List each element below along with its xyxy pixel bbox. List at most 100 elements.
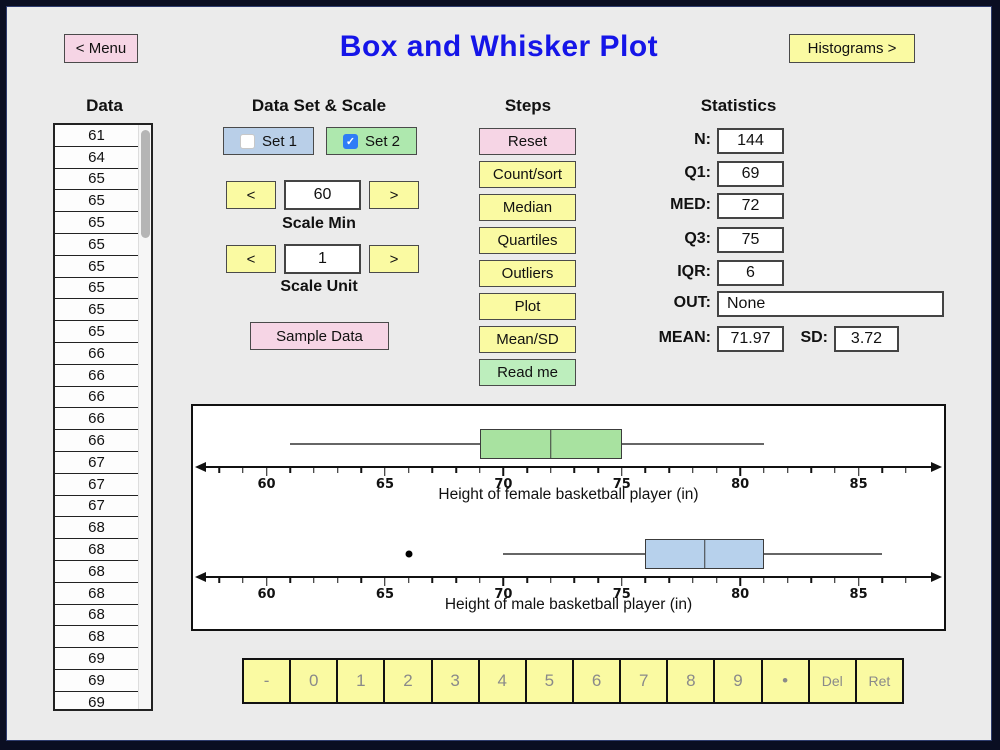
- data-list-item[interactable]: 65: [55, 255, 138, 278]
- scrollbar-thumb[interactable]: [141, 130, 150, 238]
- axis-minor-tick: [573, 468, 576, 473]
- data-list-item[interactable]: 67: [55, 473, 138, 496]
- keypad-key-4[interactable]: 4: [479, 660, 525, 702]
- stat-label-n: N:: [694, 131, 711, 148]
- stat-value-mean: 71.97: [717, 326, 784, 352]
- data-list-item[interactable]: 65: [55, 168, 138, 191]
- scale-unit-input[interactable]: 1: [284, 244, 361, 274]
- keypad-key-8[interactable]: 8: [668, 660, 714, 702]
- axis-minor-tick: [905, 578, 907, 583]
- step-button-plot[interactable]: Plot: [479, 293, 576, 320]
- set1-toggle[interactable]: Set 1: [223, 127, 314, 155]
- data-list-item[interactable]: 67: [55, 495, 138, 518]
- scale-min-increment-button[interactable]: >: [369, 181, 419, 209]
- data-list-item[interactable]: 65: [55, 233, 138, 256]
- set1-checkbox-icon[interactable]: [239, 133, 255, 149]
- keypad-key-del[interactable]: Del: [809, 660, 855, 702]
- stat-label-q1: Q1:: [684, 164, 711, 181]
- data-list-item[interactable]: 66: [55, 342, 138, 365]
- scale-min-input[interactable]: 60: [284, 180, 361, 210]
- data-list-item[interactable]: 66: [55, 430, 138, 452]
- axis-major-tick: [739, 578, 741, 586]
- keypad-key-1[interactable]: 1: [338, 660, 384, 702]
- data-list-item[interactable]: 65: [55, 277, 138, 300]
- axis-right-arrow-icon: [931, 572, 942, 582]
- data-list-item[interactable]: 66: [55, 386, 138, 409]
- dataset-scale-section-header: Data Set & Scale: [251, 96, 387, 115]
- axis-minor-tick: [431, 468, 434, 473]
- axis-minor-tick: [573, 578, 576, 583]
- data-list-item[interactable]: 66: [55, 364, 138, 387]
- axis-left-arrow-icon: [195, 462, 206, 472]
- axis-minor-tick: [455, 468, 457, 473]
- axis-minor-tick: [526, 468, 528, 473]
- menu-button[interactable]: < Menu: [64, 34, 138, 63]
- set2-toggle[interactable]: ✓ Set 2: [326, 127, 417, 155]
- data-list-item[interactable]: 68: [55, 539, 138, 561]
- keypad-key-3[interactable]: 3: [432, 660, 478, 702]
- plot-caption-female: Height of female basketball player (in): [438, 486, 699, 503]
- data-list-item[interactable]: 64: [55, 146, 138, 169]
- axis-minor-tick: [597, 578, 599, 583]
- data-list-item[interactable]: 68: [55, 517, 138, 540]
- axis-minor-tick: [834, 468, 836, 473]
- data-list-item[interactable]: 68: [55, 582, 138, 605]
- data-list-item[interactable]: 69: [55, 669, 138, 692]
- stat-label-med: MED:: [670, 196, 711, 213]
- sample-data-button[interactable]: Sample Data: [250, 322, 389, 350]
- data-list-item[interactable]: 66: [55, 408, 138, 431]
- keypad-key-ret[interactable]: Ret: [856, 660, 902, 702]
- axis-minor-tick: [549, 578, 552, 583]
- data-list-item[interactable]: 68: [55, 560, 138, 583]
- app-window: < Menu Box and Whisker Plot Histograms >…: [6, 6, 992, 741]
- axis-minor-tick: [360, 468, 363, 473]
- keypad-key-decimal[interactable]: •: [762, 660, 808, 702]
- data-list-item[interactable]: 65: [55, 299, 138, 322]
- keypad-key-2[interactable]: 2: [385, 660, 431, 702]
- axis-minor-tick: [313, 468, 315, 473]
- scale-unit-decrement-button[interactable]: <: [226, 245, 276, 273]
- data-list-item[interactable]: 67: [55, 451, 138, 474]
- scale-unit-increment-button[interactable]: >: [369, 245, 419, 273]
- axis-minor-tick: [336, 578, 339, 583]
- step-button-outliers[interactable]: Outliers: [479, 260, 576, 287]
- data-list-item[interactable]: 68: [55, 626, 138, 649]
- axis-major-tick: [502, 578, 505, 586]
- set2-checkbox-icon[interactable]: ✓: [342, 133, 358, 149]
- step-button-quartiles[interactable]: Quartiles: [479, 227, 576, 254]
- axis-minor-tick: [763, 468, 765, 473]
- data-list-item[interactable]: 61: [55, 125, 138, 147]
- axis-minor-tick: [786, 468, 789, 473]
- data-list-item[interactable]: 68: [55, 604, 138, 627]
- keypad-key-9[interactable]: 9: [715, 660, 761, 702]
- keypad-key-5[interactable]: 5: [526, 660, 572, 702]
- step-button-count-sort[interactable]: Count/sort: [479, 161, 576, 188]
- axis-tick-label: 75: [612, 477, 631, 492]
- keypad-key-0[interactable]: 0: [291, 660, 337, 702]
- step-button-mean-sd[interactable]: Mean/SD: [479, 326, 576, 353]
- stat-value-iqr: 6: [717, 260, 784, 286]
- axis-tick-label: 75: [612, 587, 631, 602]
- histograms-button[interactable]: Histograms >: [789, 34, 915, 63]
- step-button-read-me[interactable]: Read me: [479, 359, 576, 386]
- data-list-item[interactable]: 65: [55, 190, 138, 213]
- keypad-key-minus[interactable]: -: [244, 660, 290, 702]
- data-list-item[interactable]: 69: [55, 648, 138, 670]
- data-list-item[interactable]: 69: [55, 691, 138, 709]
- median-line-female: [549, 429, 552, 459]
- step-button-reset[interactable]: Reset: [479, 128, 576, 155]
- axis-minor-tick: [668, 468, 670, 473]
- data-list-item[interactable]: 65: [55, 212, 138, 234]
- step-button-median[interactable]: Median: [479, 194, 576, 221]
- scale-min-decrement-button[interactable]: <: [226, 181, 276, 209]
- keypad-key-7[interactable]: 7: [621, 660, 667, 702]
- data-list-item[interactable]: 65: [55, 321, 138, 343]
- keypad-key-6[interactable]: 6: [573, 660, 620, 702]
- axis-major-tick: [621, 468, 623, 476]
- data-list-scrollbar[interactable]: [138, 125, 151, 709]
